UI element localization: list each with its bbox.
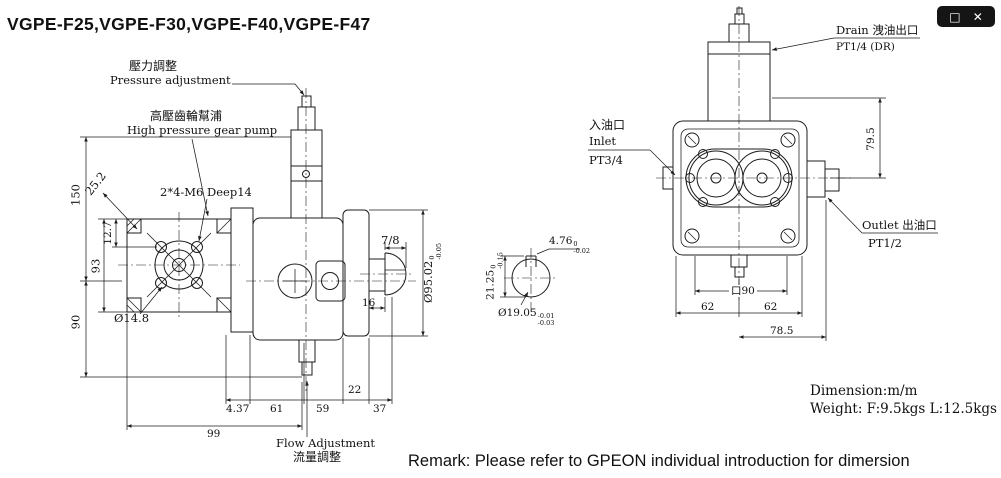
dimension-unit-note: Dimension:m/m bbox=[810, 383, 918, 399]
maximize-icon[interactable]: □ bbox=[949, 9, 961, 24]
window-controls: □ ✕ bbox=[937, 6, 995, 27]
dim-12-7: 12.7 bbox=[101, 221, 114, 245]
dim-150: 150 bbox=[68, 184, 83, 206]
weight-note: Weight: F:9.5kgs L:12.5kgs bbox=[810, 401, 997, 417]
pressure-adjust-label-zh: 壓力調整 bbox=[129, 59, 178, 73]
dim-37: 37 bbox=[373, 403, 387, 415]
dim-4-37: 4.37 bbox=[226, 403, 250, 415]
thread-note: 2*4-M6 Deep14 bbox=[160, 185, 252, 199]
remark-text: Remark: Please refer to GPEON individual… bbox=[408, 452, 910, 470]
shaft-section-linework bbox=[500, 248, 580, 312]
dim-square-90: 口90 bbox=[729, 285, 757, 298]
dim-61: 61 bbox=[270, 403, 284, 415]
outlet-label: Outlet 出油口 bbox=[862, 218, 937, 232]
dim-bolt-hole: Ø14.8 bbox=[114, 311, 150, 325]
shaft-dia-tolerance: -0.01-0.03 bbox=[537, 312, 555, 327]
gear-pump-label-en: High pressure gear pump bbox=[127, 123, 278, 137]
dim-59: 59 bbox=[316, 403, 330, 415]
key-width-tolerance: 0-0.02 bbox=[573, 240, 591, 255]
drain-label: Drain 洩油出口 bbox=[836, 23, 919, 37]
inlet-label-en: Inlet bbox=[589, 134, 617, 148]
dim-7-8: 7/8 bbox=[381, 233, 400, 247]
gear-pump-label-zh: 高壓齒輪幫浦 bbox=[150, 109, 223, 123]
front-view-linework bbox=[588, 6, 938, 341]
dim-62-right: 62 bbox=[764, 301, 778, 313]
dim-99: 99 bbox=[207, 428, 221, 440]
dim-62-left: 62 bbox=[701, 301, 715, 313]
page-title: VGPE-F25,VGPE-F30,VGPE-F40,VGPE-F47 bbox=[7, 14, 371, 34]
pilot-tolerance: 0-0.05 bbox=[428, 242, 443, 260]
outlet-port-label: PT1/2 bbox=[868, 236, 902, 250]
inlet-label-zh: 入油口 bbox=[589, 118, 626, 132]
dim-shaft-dia: Ø19.05-0.01-0.03 bbox=[498, 307, 555, 327]
dim-78-5: 78.5 bbox=[770, 325, 794, 337]
dim-93: 93 bbox=[88, 258, 103, 274]
close-icon[interactable]: ✕ bbox=[972, 9, 983, 24]
flow-adjust-label-en: Flow Adjustment bbox=[276, 436, 375, 450]
drain-port-label: PT1/4 (DR) bbox=[836, 41, 895, 53]
side-view-linework bbox=[80, 83, 428, 437]
dim-16: 16 bbox=[362, 297, 376, 309]
dim-22: 22 bbox=[348, 384, 362, 396]
pressure-adjust-label-en: Pressure adjustment bbox=[110, 73, 231, 87]
inlet-port-label: PT3/4 bbox=[589, 153, 623, 167]
key-height-tolerance: 0-0.15 bbox=[489, 252, 505, 269]
dim-90: 90 bbox=[68, 314, 83, 330]
dim-79-5: 79.5 bbox=[864, 127, 877, 151]
flow-adjust-label-zh: 流量調整 bbox=[293, 450, 342, 464]
